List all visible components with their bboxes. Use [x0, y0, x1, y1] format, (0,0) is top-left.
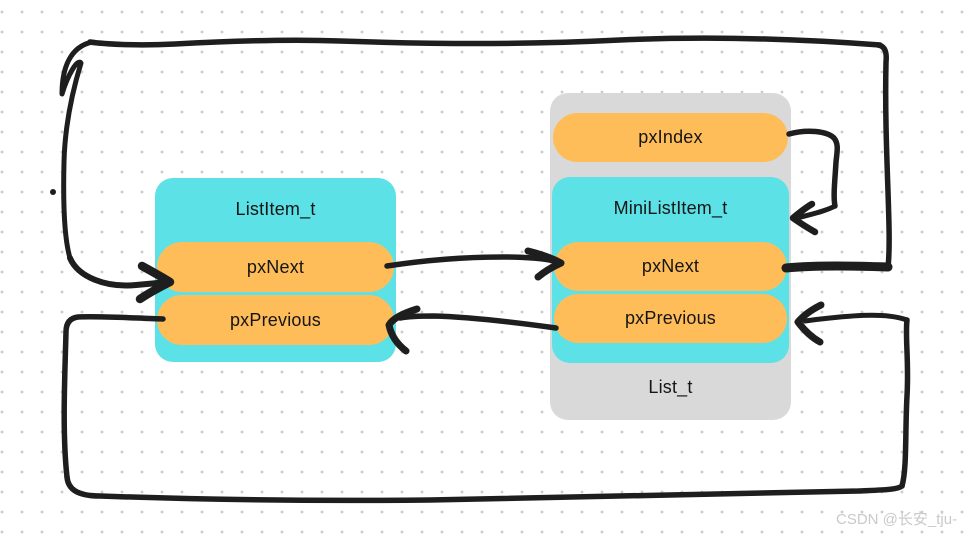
minilistitem-pxnext-field: pxNext [554, 242, 787, 291]
arrowhead-left-icon [789, 200, 819, 236]
list-struct-box: pxIndex MiniListItem_t pxNext pxPrevious… [550, 93, 791, 420]
arrow-pxindex-self [786, 128, 840, 236]
listitem-pxnext-field: pxNext [157, 242, 394, 292]
arrowhead-left-icon [794, 301, 825, 346]
listitem-struct-box: ListItem_t pxNext pxPrevious [155, 178, 396, 362]
list-struct-title: List_t [648, 376, 693, 397]
arrow-pxprevious-link [385, 305, 559, 355]
minilistitem-struct-box: MiniListItem_t pxNext pxPrevious [552, 177, 789, 363]
csdn-watermark: CSDN @长安_tju- [836, 511, 958, 528]
arrow-pxnext-link [384, 247, 565, 281]
minilistitem-pxprevious-field: pxPrevious [554, 294, 787, 343]
listitem-struct-title: ListItem_t [235, 198, 316, 219]
ink-speck [50, 189, 56, 195]
list-pxindex-field: pxIndex [553, 113, 788, 162]
minilistitem-struct-title: MiniListItem_t [613, 197, 728, 218]
listitem-pxprevious-field: pxPrevious [157, 295, 394, 345]
